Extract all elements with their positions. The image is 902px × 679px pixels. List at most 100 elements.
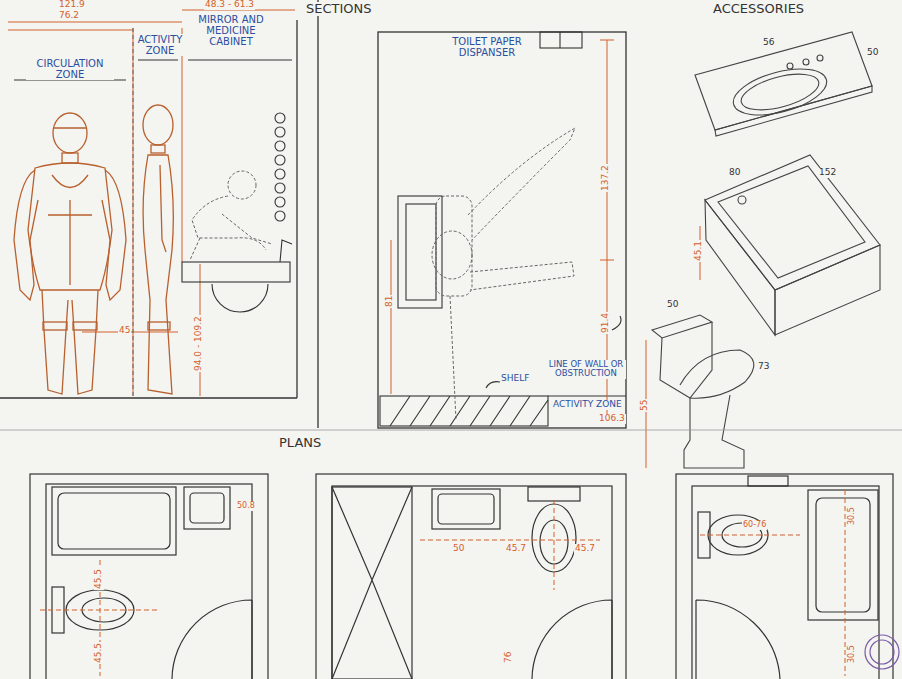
human-figure: [228, 171, 256, 199]
sink-drawing: [817, 55, 823, 61]
human-figure: [143, 105, 173, 145]
dimension-line: [646, 226, 700, 468]
dimension-line: [133, 28, 134, 396]
annotation-label: CIRCULATION ZONE: [26, 58, 114, 80]
toilet-drawing: [660, 322, 712, 398]
human-figure: [190, 238, 200, 260]
annotation-label: LINE OF WALL OR OBSTRUCTION: [546, 360, 626, 379]
dimension-line: [420, 540, 600, 541]
stamp: [865, 635, 899, 669]
dimension-label: 45.5: [94, 642, 104, 664]
human-figure: [432, 231, 472, 279]
dimension-label: 55: [640, 399, 650, 412]
human-figure: [143, 105, 173, 394]
dimension-line: [40, 490, 845, 676]
dimension-label: 60-76: [742, 521, 767, 530]
dimension-line: [8, 30, 133, 31]
dimension-line: [391, 240, 392, 394]
annotation-label: 80: [728, 168, 741, 178]
annotation-label: SHELF: [500, 374, 530, 384]
bathtub-drawing: [738, 196, 746, 204]
dimension-label: 106.3: [598, 414, 626, 424]
dimension-label: 30.5: [848, 644, 857, 664]
plan-drawing: [438, 494, 494, 524]
plan-drawing: [30, 474, 268, 679]
bathtub-drawing: [775, 245, 880, 335]
human-figure: [143, 155, 173, 394]
human-figure: [102, 170, 126, 300]
annotation-label: 152: [818, 168, 837, 178]
plan-drawing: [0, 430, 902, 431]
human-figure: [192, 196, 266, 250]
dimension-label: 45.5: [94, 568, 104, 590]
fixture-drawing: [380, 32, 626, 426]
plan-drawing: [532, 600, 612, 679]
human-figure: [43, 322, 67, 330]
fixture-drawing: [275, 141, 285, 151]
annotation-label: MIRROR AND MEDICINE CABINET: [188, 14, 274, 47]
fixture-drawing: [486, 382, 500, 388]
human-figure: [160, 165, 166, 252]
annotation-label: ACCESSORIES: [712, 2, 805, 16]
annotation-label: 56: [762, 38, 775, 48]
fixture-drawing: [406, 204, 436, 300]
annotation-label: 50: [666, 300, 679, 310]
dimension-label: 91.4: [601, 312, 611, 334]
plan-drawing: [696, 600, 780, 679]
plan-drawing: [184, 487, 230, 529]
fixture-drawing: [275, 155, 285, 165]
plan-drawing: [816, 498, 870, 612]
dimension-label: 45: [118, 326, 131, 336]
human-figure: [73, 322, 97, 330]
plan-drawing: [432, 489, 500, 529]
annotation-label: TOILET PAPER DISPANSER: [436, 36, 538, 58]
fixture-drawing: [612, 316, 621, 330]
annotation-label: 73: [757, 362, 770, 372]
stamp: [870, 640, 894, 664]
bathtub-drawing: [705, 155, 880, 335]
human-figure: [72, 290, 98, 394]
section-frame: [378, 32, 626, 428]
human-figure: [53, 113, 87, 153]
plan-drawing: [0, 430, 902, 679]
plan-drawing: [748, 476, 788, 486]
human-figure: [190, 171, 272, 260]
dimension-line: [8, 22, 182, 23]
section-frame: [317, 0, 318, 428]
annotation-label: PLANS: [278, 436, 322, 450]
plan-drawing: [190, 493, 224, 523]
dimension-label: 45.7: [505, 544, 527, 554]
sink-drawing: [695, 32, 872, 130]
toilet-drawing: [680, 350, 754, 398]
dimension-label: 50: [452, 544, 465, 554]
annotation-label: 50: [866, 48, 879, 58]
zone-arrow: [14, 28, 292, 396]
annotation-label: ACTIVITY ZONE: [136, 34, 184, 56]
annotation-label: ACTIVITY ZONE: [552, 400, 623, 410]
human-figure: [470, 262, 574, 290]
dimension-line: [8, 10, 295, 396]
dimension-label: 45.1: [694, 240, 704, 262]
fixture-drawing: [182, 113, 292, 312]
human-figure: [53, 127, 87, 128]
plan-drawing: [316, 474, 626, 679]
plan-drawing: [172, 600, 252, 679]
dimension-line: [700, 535, 800, 536]
dimension-label: 76.2: [58, 11, 80, 21]
human-figure: [42, 290, 68, 394]
toilet-drawing: [652, 315, 754, 468]
human-figure: [450, 296, 456, 420]
fixture-drawing: [275, 211, 285, 221]
annotation-label: SECTIONS: [305, 2, 373, 16]
human-figure: [62, 153, 78, 163]
sink-drawing: [728, 60, 831, 123]
plan-drawing: [532, 504, 576, 572]
dimension-label: 50.8: [236, 502, 256, 511]
dimension-label: 81: [385, 295, 395, 308]
toilet-drawing: [684, 395, 744, 468]
fixture-drawing: [559, 32, 560, 48]
dimension-label: 94.0 - 109.2: [194, 315, 204, 372]
fixture-drawing: [275, 197, 285, 207]
sink-drawing: [737, 67, 822, 117]
